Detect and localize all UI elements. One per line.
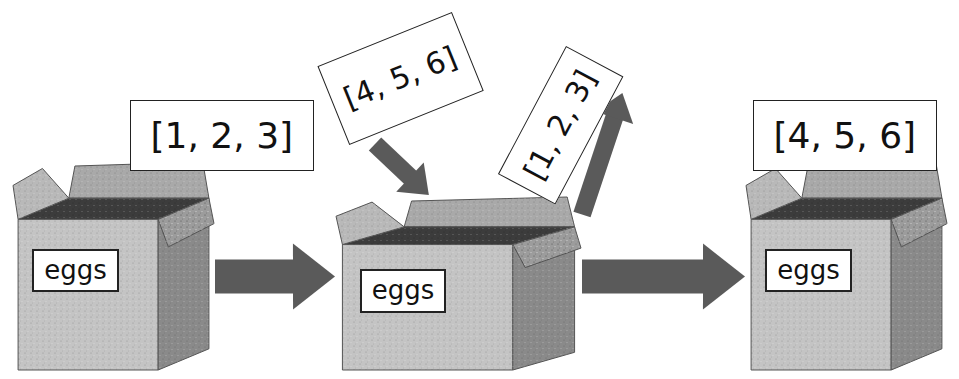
box-label: eggs	[32, 249, 119, 292]
arrow-shaft	[215, 259, 294, 293]
array-value: [1, 2, 3]	[151, 115, 294, 156]
box-texture	[513, 227, 581, 268]
arrow-shaft	[582, 259, 704, 293]
box-texture	[13, 168, 69, 219]
box-texture	[751, 219, 891, 370]
paper-note: [1, 2, 3]	[130, 100, 315, 171]
box-texture	[746, 168, 802, 219]
block-arrow	[375, 144, 429, 195]
arrow-head	[703, 244, 745, 310]
box-label: eggs	[360, 269, 447, 312]
arrow-head	[293, 243, 335, 309]
arrow-shaft	[375, 144, 411, 178]
arrow-head	[396, 163, 429, 195]
box-front	[342, 245, 512, 370]
box-texture	[891, 198, 947, 247]
box-texture	[802, 162, 942, 198]
box-texture	[158, 198, 214, 247]
box-node: eggs	[335, 195, 582, 372]
paper-note: [4, 5, 6]	[317, 11, 483, 144]
box-front	[18, 219, 158, 370]
array-value: [4, 5, 6]	[774, 115, 917, 156]
box-back-flap	[802, 162, 942, 198]
paper-note: [4, 5, 6]	[753, 100, 938, 171]
box-texture	[69, 162, 209, 198]
box-label: eggs	[765, 249, 852, 292]
array-value: [4, 5, 6]	[338, 39, 461, 116]
box-node: eggs	[12, 160, 215, 372]
box-back-flap	[69, 162, 209, 198]
block-arrow	[582, 244, 745, 310]
box-texture	[342, 245, 512, 370]
box-front	[751, 219, 891, 370]
box-node: eggs	[745, 160, 948, 372]
box-back-flap	[404, 197, 574, 227]
box-texture	[404, 197, 574, 227]
box-texture	[336, 202, 404, 244]
box-texture	[18, 219, 158, 370]
block-arrow	[215, 243, 335, 309]
